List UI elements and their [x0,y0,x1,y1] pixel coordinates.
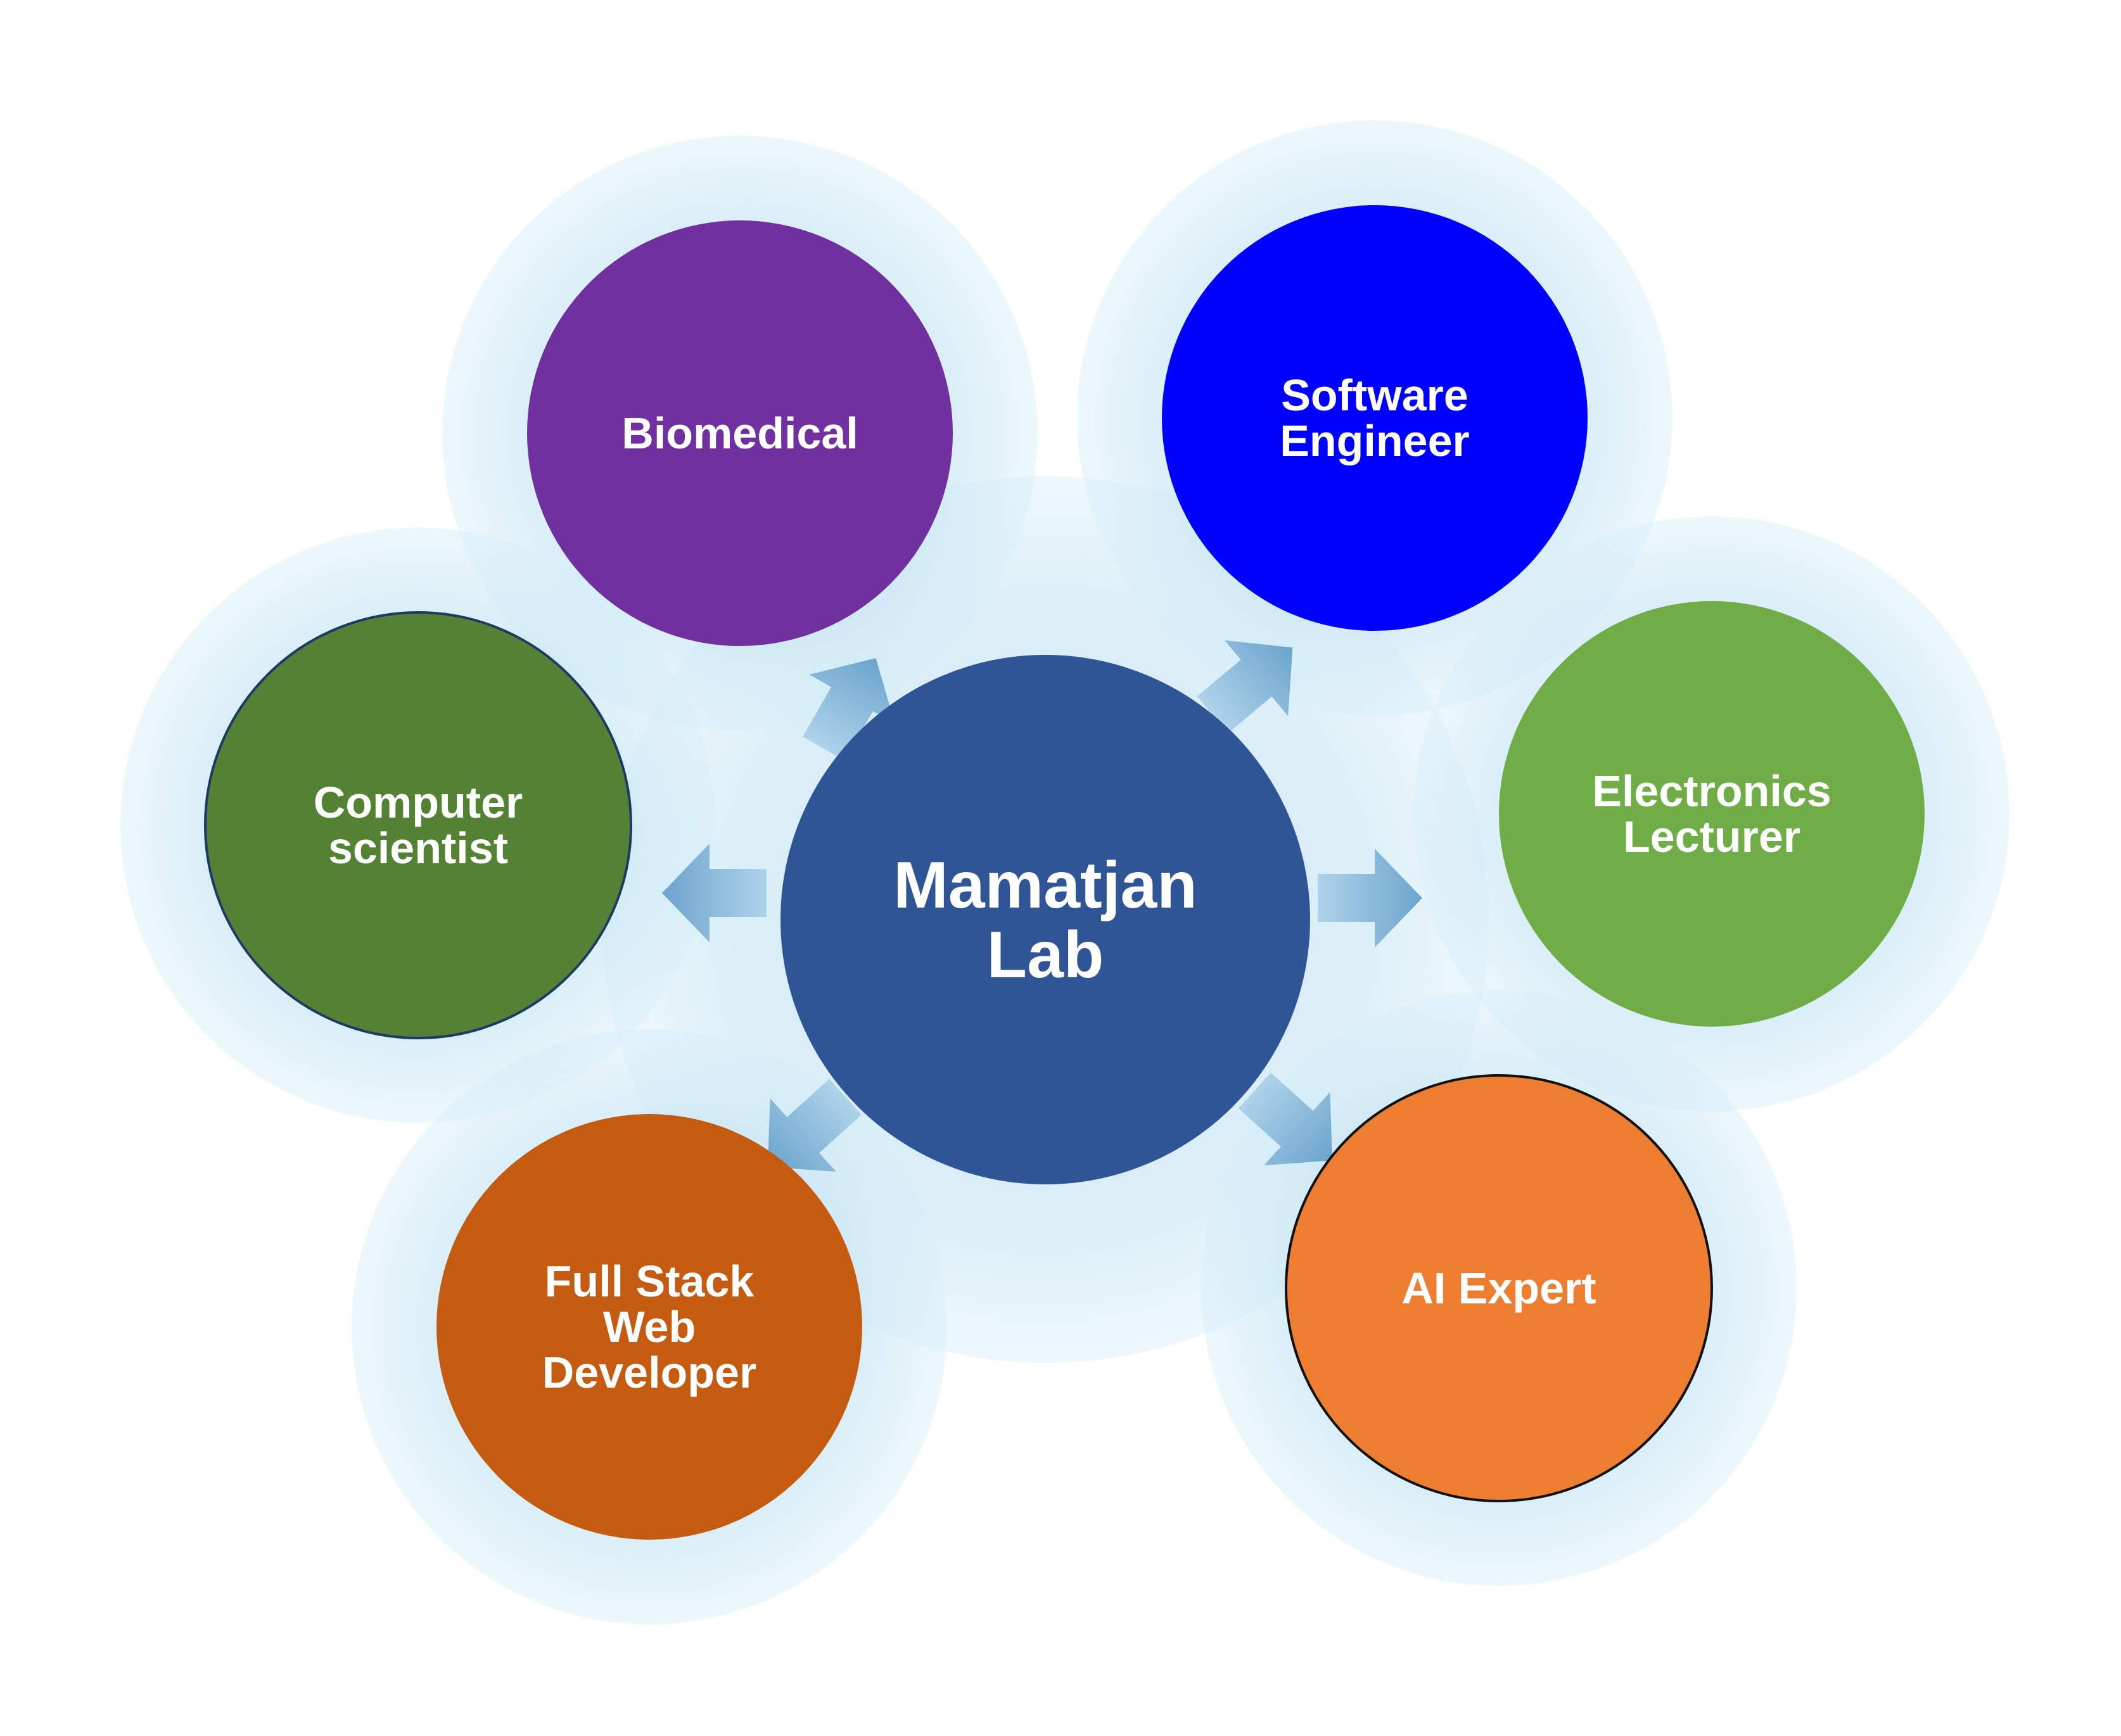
electronics-lecturer-circle [1499,601,1925,1027]
software-engineer-circle [1162,205,1588,631]
electronics-lecturer-label-line: Electronics [1592,766,1831,816]
electronics-lecturer-label-line: Lecturer [1623,812,1800,861]
software-engineer-label-line: Engineer [1280,416,1470,466]
full-stack-web-developer-circle [436,1114,862,1540]
full-stack-web-developer-label-line: Developer [542,1348,756,1397]
software-engineer-label-line: Software [1281,371,1468,420]
full-stack-web-developer-label-line: Web [603,1302,696,1352]
computer-scientist-label-line: scientist [328,823,508,873]
node-ai-expert: AI Expert [1285,1074,1713,1502]
computer-scientist-circle [204,611,632,1039]
software-engineer-arrow [1197,640,1293,733]
ai-expert-label-line: AI Expert [1401,1264,1596,1313]
computer-scientist-label-line: Computer [314,778,523,827]
electronics-lecturer-arrow [1318,849,1422,947]
node-biomedical: Biomedical [527,220,953,646]
computer-scientist-arrow [662,844,767,942]
ai-expert-arrow [1238,1072,1333,1166]
hub-label-line: Lab [987,918,1104,992]
full-stack-web-developer-arrow [767,1079,862,1172]
arrow-layer [662,640,1422,1172]
node-layer: BiomedicalSoftwareEngineerElectronicsLec… [204,205,1925,1540]
biomedical-label-line: Biomedical [621,409,858,458]
biomedical-arrow [803,658,895,761]
ai-expert-circle [1285,1074,1713,1502]
biomedical-circle [527,220,953,646]
hub-label-line: Mamatjan [893,849,1197,922]
hub-circle [780,655,1310,1184]
full-stack-web-developer-label-line: Full Stack [545,1257,755,1306]
